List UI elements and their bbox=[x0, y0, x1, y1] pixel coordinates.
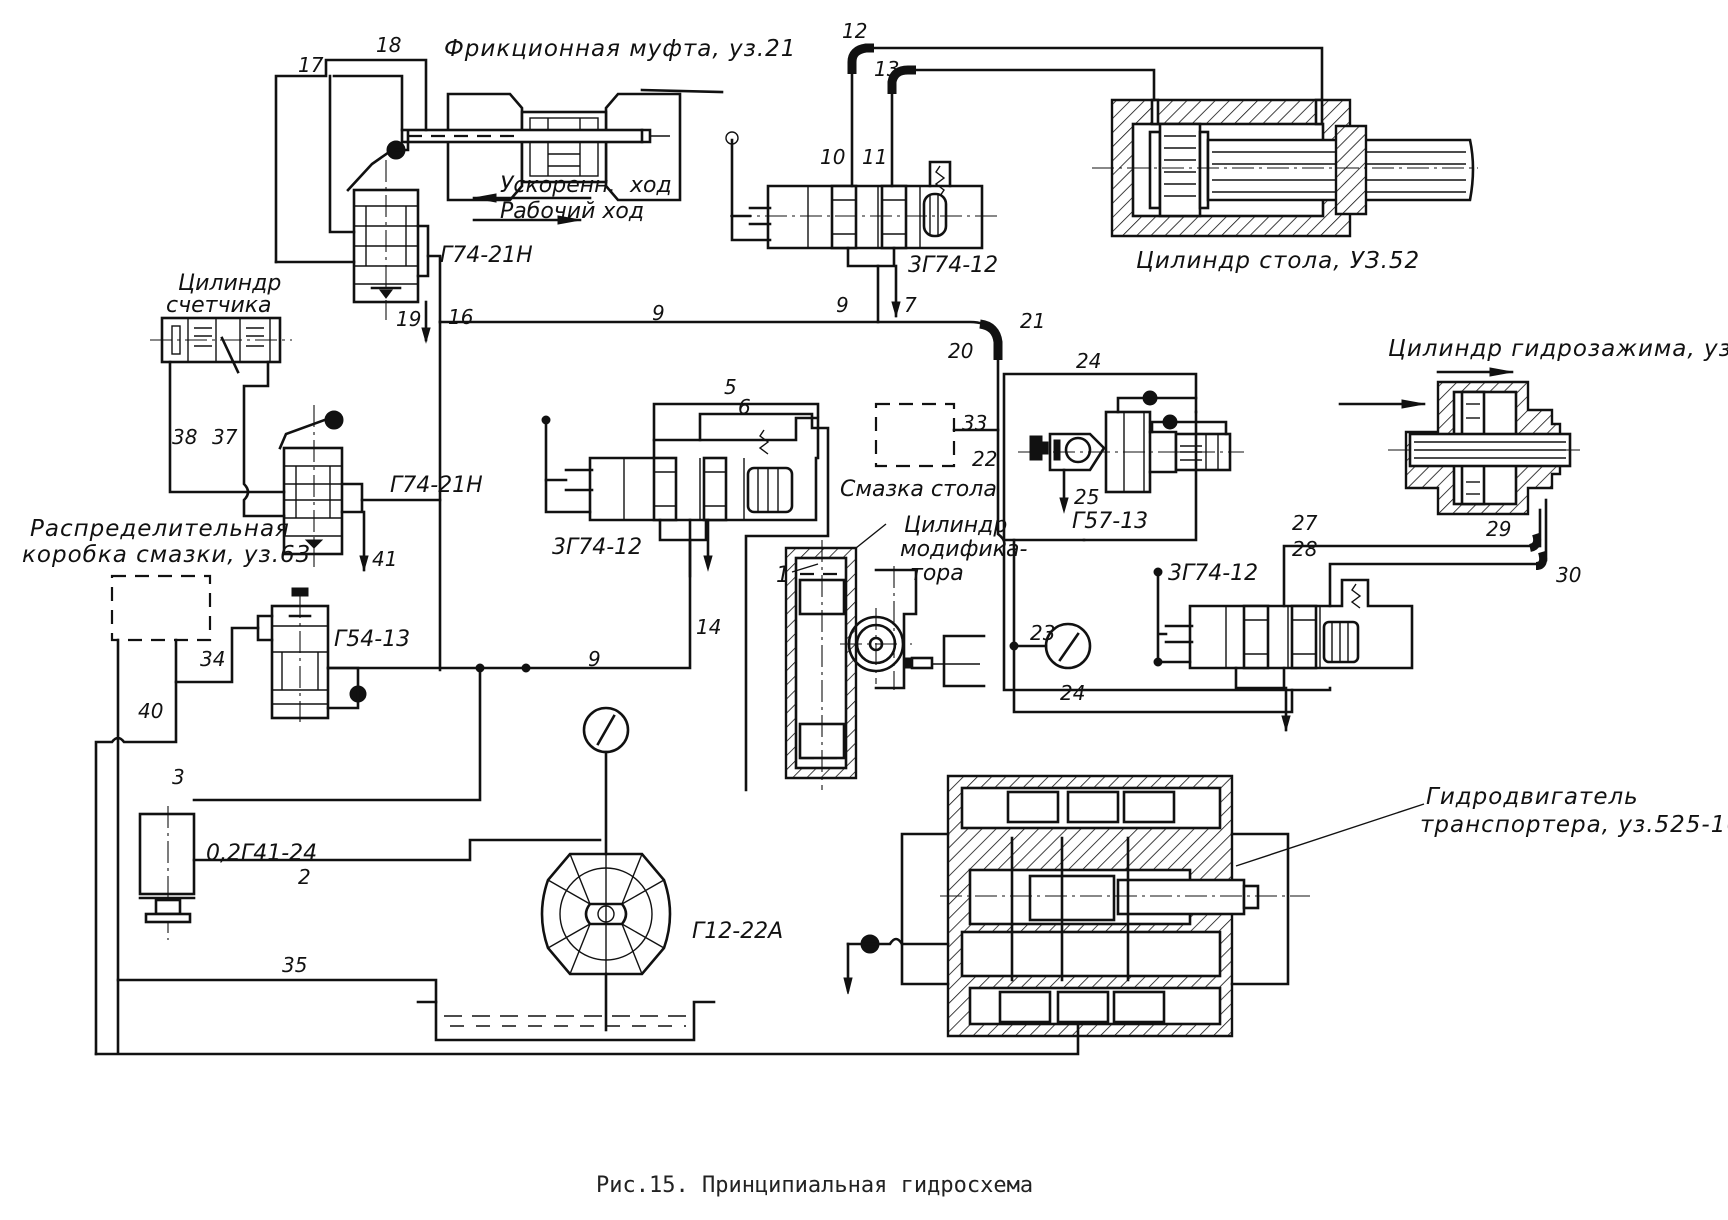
line-13: 13 bbox=[874, 57, 899, 81]
filter-label: 0,2Г41-24 bbox=[206, 841, 317, 866]
modifier-cylinder-label-3: тора bbox=[910, 561, 964, 586]
line-9-top: 9 bbox=[652, 301, 665, 325]
hose-12 bbox=[847, 43, 874, 74]
line-17: 17 bbox=[298, 53, 324, 77]
fast-travel-label: Ускоренн. bbox=[500, 173, 616, 198]
line-5: 5 bbox=[724, 375, 737, 399]
line-6: 6 bbox=[738, 395, 751, 419]
line-23: 23 bbox=[1030, 621, 1055, 645]
pump-g12-22a bbox=[540, 852, 672, 976]
line-27: 27 bbox=[1292, 511, 1318, 535]
line-9-center: 9 bbox=[836, 293, 849, 317]
throttle-g54-13 bbox=[256, 587, 367, 722]
line-24-top: 24 bbox=[1076, 349, 1101, 373]
valve-mid-left-label: Г74-21Н bbox=[390, 473, 483, 498]
valve-3g74-12-right bbox=[1153, 567, 1414, 732]
valve-top-left-label: Г74-21Н bbox=[440, 243, 533, 268]
table-lube-label: Смазка стола bbox=[840, 477, 997, 502]
pressure-valve-label: Г57-13 bbox=[1072, 509, 1148, 534]
line-21: 21 bbox=[1020, 309, 1045, 333]
line-3: 3 bbox=[172, 765, 185, 789]
line-25: 25 bbox=[1074, 485, 1099, 509]
line-20: 20 bbox=[948, 339, 973, 363]
valve-top-center-label: 3Г74-12 bbox=[908, 253, 998, 278]
pipelines bbox=[94, 58, 1548, 1056]
counter-cylinder-label-2: счетчика bbox=[166, 293, 272, 318]
filter-02g41-24 bbox=[138, 806, 196, 940]
counter-cylinder bbox=[150, 316, 292, 374]
line-24-lower: 24 bbox=[1060, 681, 1085, 705]
valve-3g74-12-mid bbox=[541, 402, 830, 792]
line-28: 28 bbox=[1292, 537, 1317, 561]
clamp-cylinder bbox=[1338, 367, 1580, 516]
throttle-label: Г54-13 bbox=[334, 627, 410, 652]
line-37: 37 bbox=[212, 425, 238, 449]
clamp-cylinder-label: Цилиндр гидрозажима, уз.45 bbox=[1388, 336, 1728, 362]
table-lube-box bbox=[874, 402, 956, 468]
pump-label: Г12-22А bbox=[692, 919, 783, 944]
line-38: 38 bbox=[172, 425, 197, 449]
line-30: 30 bbox=[1556, 563, 1581, 587]
line-41: 41 bbox=[372, 547, 397, 571]
pressure-valve-g57-13 bbox=[1018, 390, 1244, 514]
check-valve-motor bbox=[843, 832, 950, 995]
valve-g74-21n-top bbox=[346, 130, 430, 320]
line-10: 10 bbox=[820, 145, 845, 169]
table-cylinder-label: Цилиндр стола, УЗ.52 bbox=[1136, 248, 1420, 274]
line-35: 35 bbox=[282, 953, 307, 977]
lube-box-label-1: Распределительная bbox=[30, 516, 290, 542]
line-number-labels: 17 18 19 16 9 9 7 10 11 12 13 21 20 33 2… bbox=[138, 19, 1581, 977]
friction-clutch bbox=[400, 88, 724, 202]
line-29: 29 bbox=[1486, 517, 1511, 541]
lube-distribution-box bbox=[110, 574, 212, 642]
line-14: 14 bbox=[696, 615, 721, 639]
line-34: 34 bbox=[200, 647, 225, 671]
line-33: 33 bbox=[962, 411, 987, 435]
valve-mid-center-label: 3Г74-12 bbox=[552, 535, 642, 560]
friction-clutch-label: Фрикционная муфта, уз.21 bbox=[444, 36, 796, 62]
line-12: 12 bbox=[842, 19, 867, 43]
line-11: 11 bbox=[862, 145, 887, 169]
modifier-cylinder-label-1: Цилиндр bbox=[904, 513, 1007, 538]
lube-box-label-2: коробка смазки, уз.63 bbox=[22, 542, 311, 568]
line-2: 2 bbox=[298, 865, 311, 889]
valve-3g74-12-top bbox=[725, 131, 1000, 268]
line-19: 19 bbox=[396, 307, 421, 331]
modifier-cylinder bbox=[784, 523, 986, 790]
conveyor-motor-label-2: транспортера, уз.525-16 bbox=[1420, 812, 1728, 838]
figure-caption: Рис.15. Принципиальная гидросхема bbox=[596, 1173, 1033, 1198]
conveyor-motor-label-1: Гидродвигатель bbox=[1426, 784, 1639, 810]
line-9-lower: 9 bbox=[588, 647, 601, 671]
conveyor-hydraulic-motor bbox=[940, 774, 1425, 1038]
pressure-gauge-pump bbox=[582, 706, 630, 856]
line-7: 7 bbox=[904, 293, 917, 317]
line-22: 22 bbox=[972, 447, 997, 471]
oil-tank bbox=[416, 972, 716, 1042]
line-40: 40 bbox=[138, 699, 163, 723]
fast-travel-suffix: ход bbox=[629, 173, 672, 198]
valve-right-label: 3Г74-12 bbox=[1168, 561, 1258, 586]
line-16: 16 bbox=[448, 305, 473, 329]
line-18: 18 bbox=[376, 33, 401, 57]
table-cylinder bbox=[1092, 98, 1478, 238]
valve-g74-21n-mid bbox=[278, 405, 364, 570]
hose-13 bbox=[887, 65, 916, 94]
direction-arrows bbox=[472, 193, 592, 225]
counter-cylinder-label-1: Цилиндр bbox=[178, 271, 281, 296]
modifier-port-1: 1 bbox=[776, 563, 790, 588]
